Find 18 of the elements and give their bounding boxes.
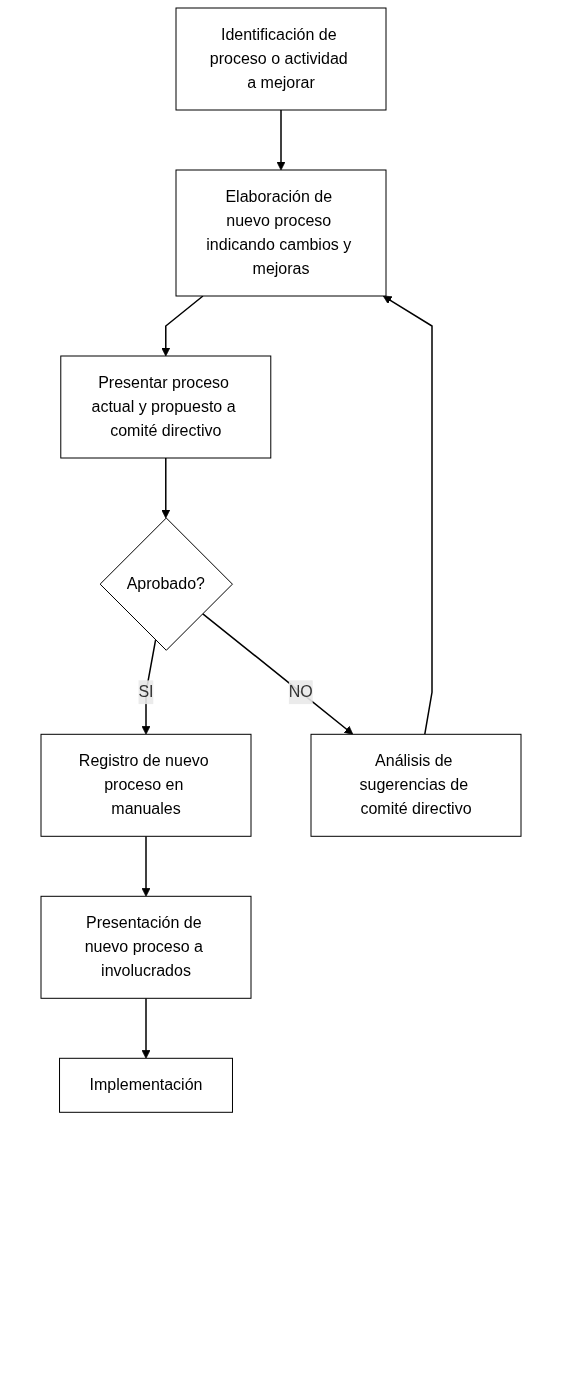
node-box: Elaboración de nuevo proceso indicando cambios y mejoras — [175, 169, 386, 297]
arrow — [201, 612, 353, 735]
arrow — [141, 997, 150, 1059]
node-box: Análisis de sugerencias de comité directivo — [310, 733, 521, 837]
edge-label: SI — [137, 683, 154, 701]
node-box: Presentar proceso actual y propuesto a comité directivo — [59, 355, 271, 459]
node-box: Implementación — [58, 1057, 233, 1113]
arrow — [141, 639, 156, 735]
node-box: Registro de nuevo proceso en manuales — [40, 733, 251, 837]
node-diamond: Aprobado? — [99, 517, 233, 651]
arrow — [141, 835, 150, 897]
arrow — [276, 109, 285, 171]
arrow — [382, 295, 433, 736]
node-box: Identificación de proceso o actividad a mejorar — [175, 7, 386, 111]
arrow — [160, 457, 170, 519]
arrow — [160, 295, 204, 357]
edge-label: NO — [288, 683, 313, 701]
node-box: Presentación de nuevo proceso a involucrados — [40, 895, 251, 999]
